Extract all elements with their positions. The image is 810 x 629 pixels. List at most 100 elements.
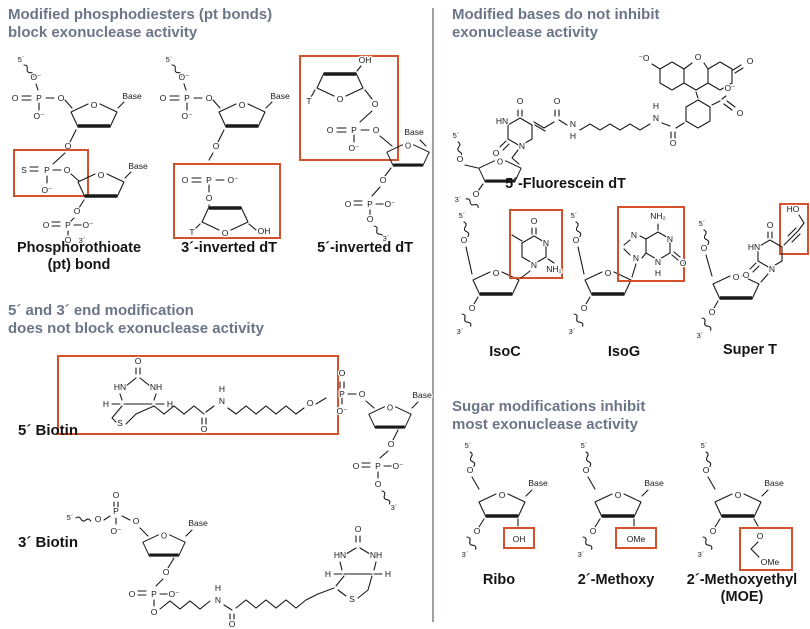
- highlight-box: [13, 149, 89, 197]
- atom-3prime: 3´: [462, 550, 469, 559]
- atom-o: O: [517, 96, 524, 106]
- atom-n: N: [215, 595, 221, 605]
- atom-o: O: [767, 220, 774, 230]
- label-isoc: IsoC: [446, 344, 564, 361]
- label-line: 3´-inverted dT: [181, 240, 277, 256]
- atom-ome: OMe: [761, 557, 780, 567]
- atom-n: N: [655, 257, 661, 267]
- atom-n: N: [219, 396, 225, 406]
- atom-nh: NH: [150, 382, 162, 392]
- structure-isog: 5´ O NH₂ N O N H N N O 3´: [567, 206, 688, 337]
- label-isog: IsoG: [560, 344, 688, 361]
- atom-hn: HN: [496, 116, 508, 126]
- atom-o: O: [493, 148, 500, 158]
- structure-5-biotin: O HN NH H H S O N H O P O O⁻ O Base O O …: [57, 355, 433, 513]
- atom-base: Base: [404, 127, 424, 137]
- atom-h: H: [215, 583, 221, 593]
- label-line: 2´-Methoxyethyl: [686, 572, 798, 588]
- atom-o: O: [367, 214, 374, 224]
- atom-3prime: 3´: [578, 550, 585, 559]
- atom-o-minus: O⁻: [41, 185, 53, 195]
- atom-o: O: [474, 526, 481, 536]
- atom-3prime: 3´: [383, 234, 390, 243]
- highlight-box: [503, 527, 535, 549]
- atom-3prime: 3´: [569, 327, 576, 336]
- heading-line: Modified phosphodiesters (pt bonds): [8, 6, 273, 23]
- atom-base: Base: [764, 478, 784, 488]
- atom-o: O: [135, 356, 142, 366]
- atom-n: N: [570, 119, 576, 129]
- atom-oh: OH: [258, 226, 271, 236]
- atom-o: O: [375, 479, 382, 489]
- highlight-box: [173, 163, 281, 239]
- structure-3-inverted-dt: 5´ O⁻ Base O T OH: [158, 54, 291, 240]
- label-super-t: Super T: [690, 342, 810, 359]
- atom-o: O: [355, 524, 362, 534]
- highlight-box: [299, 55, 399, 161]
- atom-hn: HN: [748, 242, 760, 252]
- atom-p: P: [44, 165, 50, 175]
- atom-3prime: 3´: [79, 236, 86, 245]
- atom-p: P: [151, 589, 157, 599]
- atom-h: H: [653, 101, 659, 111]
- structure-phosphorothioate: 5´ O⁻ Base O S P O O⁻ Base O O P O⁻ O 3´: [10, 54, 149, 246]
- atom-o: O: [554, 96, 561, 106]
- atom-o: O: [163, 567, 170, 577]
- atom-o: O: [703, 465, 710, 475]
- atom-h: H: [570, 131, 576, 141]
- atom-ho: HO: [787, 204, 800, 214]
- atom-o: O: [201, 424, 208, 434]
- label-line: Phosphorothioate: [16, 240, 142, 256]
- atom-o: O: [743, 270, 750, 280]
- atom-o: O: [680, 258, 687, 268]
- atom-o: O: [213, 141, 220, 151]
- atom-h: H: [219, 384, 225, 394]
- atom-o: O: [757, 531, 764, 541]
- highlight-box: [739, 527, 793, 571]
- label-phosphorothioate: Phosphorothioate (pt) bond: [4, 240, 154, 274]
- atom-o-minus: O⁻: [110, 526, 122, 536]
- atom-o: O: [467, 465, 474, 475]
- atom-h: H: [325, 569, 331, 579]
- atom-p: P: [375, 461, 381, 471]
- atom-t: T: [189, 227, 194, 237]
- atom-5prime: 5´: [459, 211, 466, 220]
- atom-n: N: [633, 253, 639, 263]
- label-3-biotin: 3´ Biotin: [18, 534, 118, 552]
- atom-o: O: [339, 368, 346, 378]
- structure-ribo: 5´ O Base O 3´ OH: [460, 440, 549, 561]
- label-3-inverted-dt: 3´-inverted dT: [156, 240, 302, 257]
- atom-o: O: [573, 235, 580, 245]
- atom-base: Base: [412, 390, 432, 400]
- heading-line: 5´ and 3´ end modification: [8, 302, 194, 319]
- atom-h: H: [167, 399, 173, 409]
- atom-hn: HN: [114, 382, 126, 392]
- highlight-box: [509, 209, 563, 279]
- atom-o: O: [531, 216, 538, 226]
- atom-5prime: 5´: [166, 55, 173, 64]
- label-line: IsoC: [489, 344, 521, 360]
- structure-5-inverted-dt: OH T O Base O O P O⁻ O 3´: [299, 54, 431, 244]
- label-line: 3´ Biotin: [18, 534, 78, 551]
- atom-o: O: [581, 303, 588, 313]
- label-line: IsoG: [607, 344, 641, 360]
- atom-n: N: [531, 260, 537, 270]
- atom-3prime: 3´: [698, 550, 705, 559]
- atom-h: H: [385, 569, 391, 579]
- atom-o: O: [65, 141, 72, 151]
- atom-t: T: [306, 96, 311, 106]
- atom-o: O: [74, 206, 81, 216]
- atom-5prime: 5´: [465, 441, 472, 450]
- atom-nh2: NH₂: [546, 264, 562, 274]
- heading-line: Modified bases do not inhibit: [452, 6, 660, 23]
- label-line: Super T: [723, 342, 777, 358]
- atom-o: O: [709, 307, 716, 317]
- atom-n: N: [653, 113, 659, 123]
- atom-base: Base: [122, 91, 142, 101]
- atom-5prime: 5´: [453, 131, 460, 140]
- atom-n: N: [519, 141, 525, 151]
- atom-o: O: [229, 619, 236, 629]
- section-heading-sugar-modifications: Sugar modifications inhibit most exonucl…: [452, 398, 645, 435]
- atom-o: O: [670, 138, 677, 148]
